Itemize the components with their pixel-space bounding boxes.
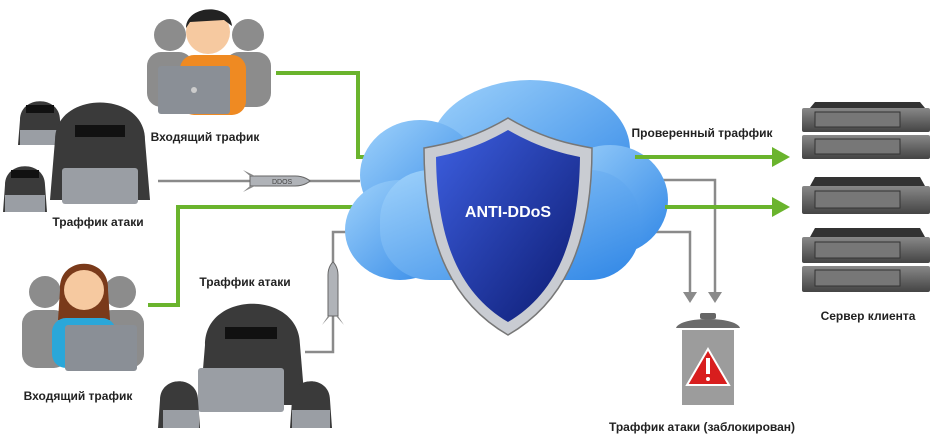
svg-text:DDOS: DDOS <box>272 179 293 186</box>
label-incoming-top: Входящий трафик <box>150 130 260 144</box>
label-client-server: Сервер клиента <box>820 309 916 323</box>
label-verified-traffic: Проверенный траффик <box>631 126 773 140</box>
incoming-user-bottom <box>22 263 144 371</box>
verified-arrows <box>635 147 790 217</box>
ddos-missile-icon: DDOS <box>243 170 311 192</box>
blocked-arrow-heads <box>683 292 722 303</box>
attacker-group-bottom <box>158 303 332 428</box>
trash-can-icon <box>676 313 740 405</box>
attacker-group-left <box>3 101 150 212</box>
label-attack-left: Траффик атаки <box>52 215 144 229</box>
shield-title: ANTI-DDoS <box>464 204 552 221</box>
label-incoming-bottom: Входящий трафик <box>23 389 133 403</box>
shield <box>423 117 593 336</box>
client-servers <box>802 102 930 292</box>
incoming-user-top <box>147 9 271 115</box>
label-blocked-traffic: Траффик атаки (заблокирован) <box>608 420 796 434</box>
label-attack-bottom: Траффик атаки <box>199 275 291 289</box>
ddos-missile-vertical-icon <box>322 261 344 325</box>
